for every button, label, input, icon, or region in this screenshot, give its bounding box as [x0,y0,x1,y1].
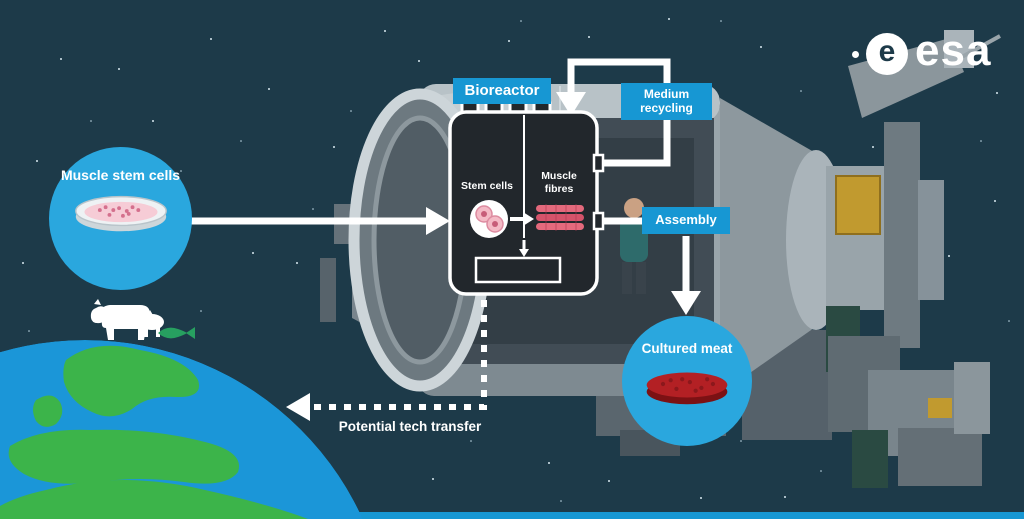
esa-emblem-icon: e [866,33,908,75]
flow-arrows [190,58,701,421]
muscle-stem-cells-node: Muscle stem cells [49,147,192,290]
bioreactor-label: Bioreactor [453,78,551,104]
muscle-fibres-label: Muscle fibres [541,170,577,195]
dotted-tech-transfer-line [310,300,487,410]
esa-logo: e esa [852,26,992,78]
burger-patty-icon [646,372,728,404]
stem-cells-icon [470,200,508,238]
farm-animals [90,299,195,340]
stem-cells-label: Stem cells [461,180,513,192]
tech-transfer-label: Potential tech transfer [338,419,482,434]
cultured-meat-node: Cultured meat [622,316,752,446]
esa-emblem-letter: e [878,35,896,68]
medium-recycling-label: Medium recycling [621,83,712,120]
bioreactor-vessel [448,98,605,296]
earth-globe [0,340,390,519]
pig-icon [134,314,164,337]
fish-icon [158,327,195,339]
assembly-tray-icon [474,256,562,284]
muscle-fibres-icon [536,204,584,231]
astronaut-figure [620,198,648,294]
esa-logo-dot-icon [852,50,859,58]
esa-wordmark: esa [915,26,992,75]
medium-recycling-loop [567,58,671,167]
petri-dish-icon [74,195,167,232]
assembly-label: Assembly [642,207,730,234]
muscle-stem-cells-label: Muscle stem cells [60,167,181,183]
bottom-accent-bar [0,512,1024,519]
cultured-meat-label: Cultured meat [641,341,733,356]
